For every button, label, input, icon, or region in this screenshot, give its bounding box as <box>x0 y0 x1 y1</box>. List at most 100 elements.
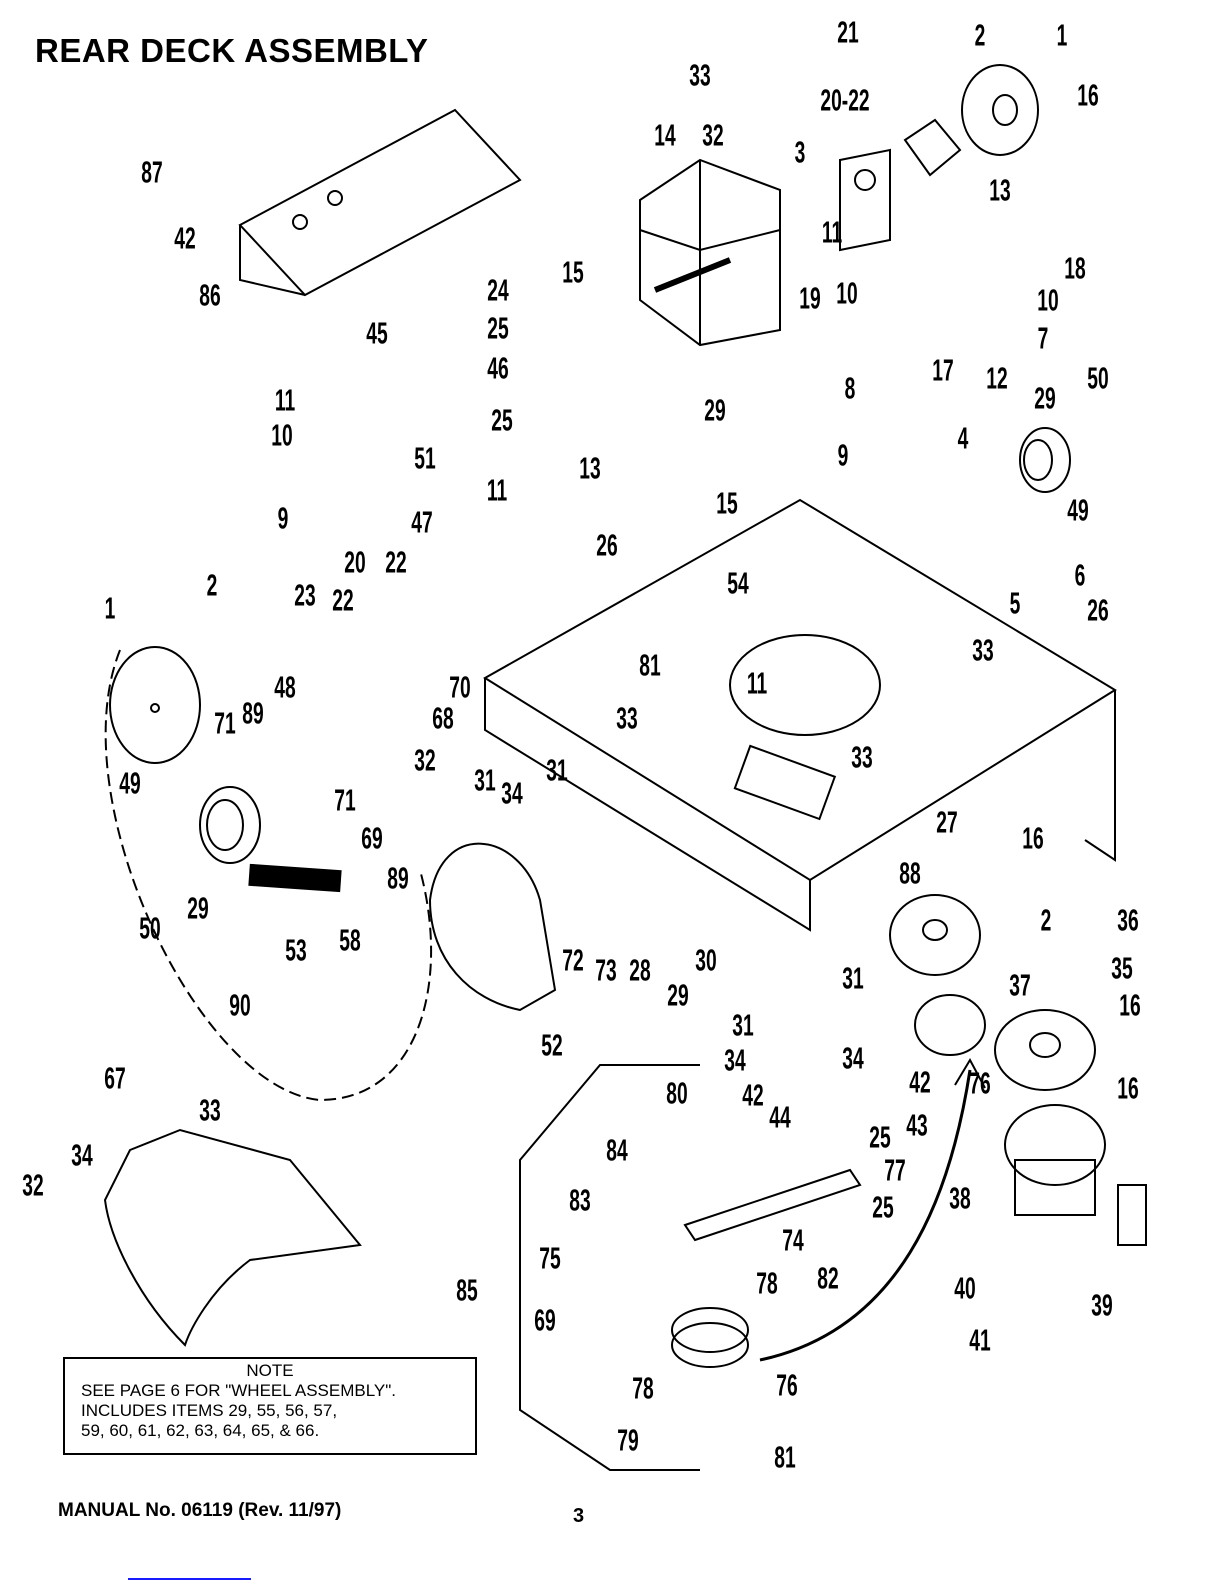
pulley-38 <box>1004 1104 1106 1216</box>
angle-bracket-86 <box>238 108 522 297</box>
belt-guide-53 <box>248 863 342 893</box>
callout-label: 3 <box>794 134 806 170</box>
callout-label: 25 <box>487 310 509 346</box>
callout-label: 2 <box>206 567 218 603</box>
callout-label: 4 <box>957 420 969 456</box>
callout-label: 15 <box>716 485 738 521</box>
callout-label: 73 <box>595 952 617 988</box>
callout-label: 9 <box>837 437 849 473</box>
cover-67 <box>103 1128 362 1347</box>
callout-label: 31 <box>842 960 864 996</box>
callout-label: 40 <box>954 1270 976 1306</box>
callout-label: 15 <box>562 254 584 290</box>
callout-label: 31 <box>546 752 568 788</box>
callout-label: 33 <box>689 57 711 93</box>
callout-label: 67 <box>104 1060 126 1096</box>
belt-shroud-52 <box>428 842 557 1012</box>
callout-label: 20-22 <box>820 82 870 118</box>
callout-label: 77 <box>884 1152 906 1188</box>
callout-label: 35 <box>1111 950 1133 986</box>
callout-label: 54 <box>727 565 749 601</box>
deck-26 <box>483 498 1117 932</box>
bushing-39 <box>1117 1184 1147 1246</box>
callout-label: 33 <box>616 700 638 736</box>
callout-label: 83 <box>569 1182 591 1218</box>
callout-label: 81 <box>639 647 661 683</box>
callout-label: 58 <box>339 922 361 958</box>
callout-label: 84 <box>606 1132 628 1168</box>
callout-label: 14 <box>654 117 676 153</box>
callout-label: 39 <box>1091 1287 1113 1323</box>
callout-label: 69 <box>361 820 383 856</box>
callout-label: 26 <box>1087 592 1109 628</box>
gearbox-14 <box>639 158 781 347</box>
callout-label: 76 <box>969 1065 991 1101</box>
callout-label: 46 <box>487 350 509 386</box>
page-number: 3 <box>573 1505 585 1527</box>
callout-label: 34 <box>71 1137 93 1173</box>
callout-label: 2 <box>974 17 986 53</box>
callout-label: 37 <box>1009 967 1031 1003</box>
note-box: NOTE SEE PAGE 6 FOR "WHEEL ASSEMBLY". IN… <box>63 1357 477 1455</box>
callout-label: 75 <box>539 1240 561 1276</box>
callout-label: 81 <box>774 1439 796 1475</box>
note-line: INCLUDES ITEMS 29, 55, 56, 57, <box>81 1401 338 1420</box>
callout-label: 71 <box>334 782 356 818</box>
callout-label: 49 <box>1067 492 1089 528</box>
arm-74 <box>683 1168 862 1242</box>
footer-link[interactable] <box>128 1578 251 1580</box>
callout-label: 21 <box>837 14 859 50</box>
callout-label: 38 <box>949 1180 971 1216</box>
callout-label: 11 <box>274 382 296 418</box>
callout-label: 1 <box>1056 17 1068 53</box>
callout-label: 11 <box>821 214 843 250</box>
callout-label: 74 <box>782 1222 804 1258</box>
callout-label: 88 <box>899 855 921 891</box>
callout-label: 20 <box>344 544 366 580</box>
callout-label: 27 <box>936 804 958 840</box>
callout-label: 34 <box>842 1040 864 1076</box>
callout-label: 28 <box>629 952 651 988</box>
callout-label: 76 <box>776 1367 798 1403</box>
callout-label: 10 <box>1037 282 1059 318</box>
callout-label: 44 <box>769 1099 791 1135</box>
callout-label: 82 <box>817 1260 839 1296</box>
callout-label: 33 <box>851 739 873 775</box>
pulley-88 <box>889 894 981 976</box>
callout-label: 43 <box>906 1107 928 1143</box>
callout-label: 87 <box>141 154 163 190</box>
callout-label: 89 <box>387 860 409 896</box>
callout-label: 42 <box>174 220 196 256</box>
callout-label: 25 <box>491 402 513 438</box>
callout-label: 42 <box>909 1064 931 1100</box>
callout-label: 50 <box>139 910 161 946</box>
callout-label: 53 <box>285 932 307 968</box>
callout-label: 18 <box>1064 250 1086 286</box>
pulley-76-lower <box>671 1307 749 1368</box>
direction-arrow <box>759 1069 972 1362</box>
callout-label: 16 <box>1077 77 1099 113</box>
callout-label: 26 <box>596 527 618 563</box>
idler-pulley-49-left <box>199 786 261 864</box>
belt <box>104 649 433 1102</box>
idler-pulley-49-right <box>1019 427 1071 493</box>
callout-label: 89 <box>242 695 264 731</box>
callout-label: 31 <box>474 762 496 798</box>
callout-label: 22 <box>332 582 354 618</box>
callout-label: 50 <box>1087 360 1109 396</box>
page-title: REAR DECK ASSEMBLY <box>35 32 429 69</box>
callout-label: 16 <box>1117 1070 1139 1106</box>
callout-label: 23 <box>294 577 316 613</box>
callout-label: 11 <box>486 472 508 508</box>
callout-label: 42 <box>742 1077 764 1113</box>
callout-label: 85 <box>456 1272 478 1308</box>
note-line: SEE PAGE 6 FOR "WHEEL ASSEMBLY". <box>81 1381 397 1400</box>
callout-label: 19 <box>799 280 821 316</box>
pulley-1-top <box>961 64 1039 156</box>
callout-label: 13 <box>989 172 1011 208</box>
callout-label: 68 <box>432 700 454 736</box>
callout-label: 13 <box>579 450 601 486</box>
callout-label: 31 <box>732 1007 754 1043</box>
callout-label: 69 <box>534 1302 556 1338</box>
callout-label: 29 <box>187 890 209 926</box>
